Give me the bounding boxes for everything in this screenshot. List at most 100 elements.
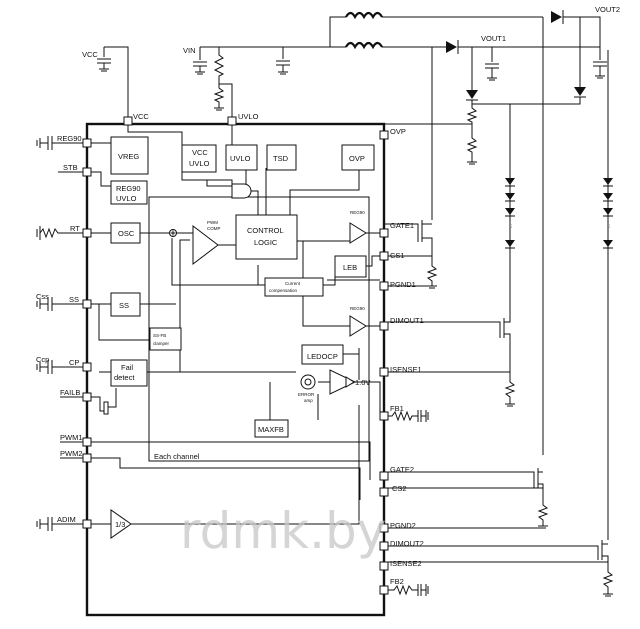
pin-fb2-label: FB2	[390, 577, 404, 586]
pin-cp	[82, 362, 92, 372]
pin-stb-label: STB	[63, 163, 78, 172]
uvlo-block	[225, 144, 258, 171]
error-amp	[329, 369, 357, 395]
vcc-uvlo-label-1: VCC	[192, 148, 208, 157]
css-label: Css	[36, 292, 49, 301]
ssfb-clamper-label-2: clamper	[153, 341, 170, 346]
each-channel-label: Each channel	[154, 452, 200, 461]
diode-ch2	[551, 11, 562, 23]
pin-reg90	[82, 138, 92, 148]
fail-detect-label-2: detect	[114, 373, 135, 382]
pin-isense2-label: ISENSE2	[390, 559, 422, 568]
leb-block	[334, 255, 367, 278]
pin-dimout2	[379, 541, 389, 551]
reg90-uvlo-label-2: UVLO	[116, 194, 137, 203]
control-logic-label-2: LOGIC	[254, 238, 278, 247]
tsd-block	[266, 144, 297, 171]
pin-ss-label: SS	[69, 295, 79, 304]
ledocp-label: LEDOCP	[307, 352, 338, 361]
control-logic-block	[235, 214, 298, 260]
vout2-rail-label: VOUT2	[595, 5, 620, 14]
pin-gate1	[379, 228, 389, 238]
adim-divider-buffer	[110, 509, 132, 539]
pin-gate1-label: GATE1	[390, 221, 414, 230]
pin-pwm1	[82, 437, 92, 447]
vref-source	[345, 376, 355, 388]
pin-pgnd2-label: PGND2	[390, 521, 416, 530]
ledocp-block	[301, 344, 344, 365]
pin-pwm2-label: PWM2	[60, 449, 83, 458]
control-logic-label-1: CONTROL	[247, 226, 284, 235]
adim-third-label: 1/3	[115, 520, 125, 529]
fail-detect-block	[110, 359, 148, 387]
pin-cs2	[379, 487, 389, 497]
vref-label: 1.0V	[355, 378, 370, 387]
pin-adim-label: ADIM	[57, 515, 76, 524]
gate1-driver	[349, 222, 367, 244]
reg90-uvlo-label-1: REG90	[116, 184, 141, 193]
current-comp-label-1: Current	[285, 281, 301, 286]
vreg-label: VREG	[118, 152, 139, 161]
pwm-comparator	[192, 224, 219, 266]
pwm-comp-label-1: PWM	[207, 220, 218, 225]
vin-rail-label: VIN	[183, 46, 196, 55]
pin-fb2	[379, 585, 389, 595]
current-comp-label-2: compensation	[269, 288, 298, 293]
ssfb-clamper-block	[149, 327, 182, 351]
watermark: rdmk.by	[180, 502, 386, 560]
vcc-wire	[104, 46, 129, 117]
pin-dimout2-label: DIMOUT2	[390, 539, 424, 548]
current-comp-block	[264, 277, 324, 297]
pin-uvlo	[227, 116, 237, 126]
vcc-uvlo-block	[181, 144, 217, 173]
pin-dimout1	[379, 321, 389, 331]
pin-isense1	[379, 367, 389, 377]
each-channel-boundary	[148, 196, 370, 462]
pin-dimout1-label: DIMOUT1	[390, 316, 424, 325]
pin-vcc	[123, 116, 133, 126]
pin-rt	[82, 228, 92, 238]
pin-uvlo-label: UVLO	[238, 112, 259, 121]
maxfb-block	[254, 419, 289, 438]
error-amp-label-1: ERROR	[298, 392, 315, 397]
pin-isense1-label: ISENSE1	[390, 365, 422, 374]
ss-label: SS	[119, 301, 129, 310]
dimout1-driver	[349, 315, 367, 337]
svg-text:⋮: ⋮	[607, 224, 612, 229]
pin-ovp	[379, 130, 389, 140]
ccp-label: Ccp	[36, 355, 49, 364]
pin-pwm2	[82, 453, 92, 463]
pin-gate2	[379, 471, 389, 481]
pin-adim	[82, 519, 92, 529]
pin-stb	[82, 167, 92, 177]
pin-pgnd1-label: PGND1	[390, 280, 416, 289]
pin-vcc-label: VCC	[133, 112, 149, 121]
pin-gate2-label: GATE2	[390, 465, 414, 474]
pin-isense2	[379, 561, 389, 571]
vout1-rail-label: VOUT1	[481, 34, 506, 43]
ssfb-clamper-label-1: SS-FB	[153, 333, 166, 338]
pin-ss	[82, 299, 92, 309]
osc-block	[110, 222, 141, 244]
pin-pwm1-label: PWM1	[60, 433, 83, 442]
svg-text:⋮: ⋮	[509, 224, 514, 229]
failb-transistor	[103, 401, 109, 415]
pin-cs1-label: CS1	[390, 251, 405, 260]
pin-reg90-label: REG90	[57, 134, 82, 143]
osc-label: OSC	[118, 229, 135, 238]
fail-detect-label-1: Fail	[121, 363, 133, 372]
leb-label: LEB	[343, 263, 357, 272]
error-amp-label-2: amp	[304, 398, 313, 403]
pin-rt-label: RT	[70, 224, 80, 233]
vcc-uvlo-label-2: UVLO	[189, 159, 210, 168]
reg90-dim-label: REG90	[350, 306, 365, 311]
pin-ovp-label: OVP	[390, 127, 406, 136]
ovp-label: OVP	[349, 154, 365, 163]
tsd-label: TSD	[273, 154, 289, 163]
vreg-block	[110, 136, 149, 175]
pin-cs1	[379, 251, 389, 261]
pin-failb	[82, 392, 92, 402]
pwm-comp-label-2: COMP	[207, 226, 221, 231]
inductor-ch2	[345, 11, 383, 20]
pin-failb-label: FAILB	[60, 388, 80, 397]
